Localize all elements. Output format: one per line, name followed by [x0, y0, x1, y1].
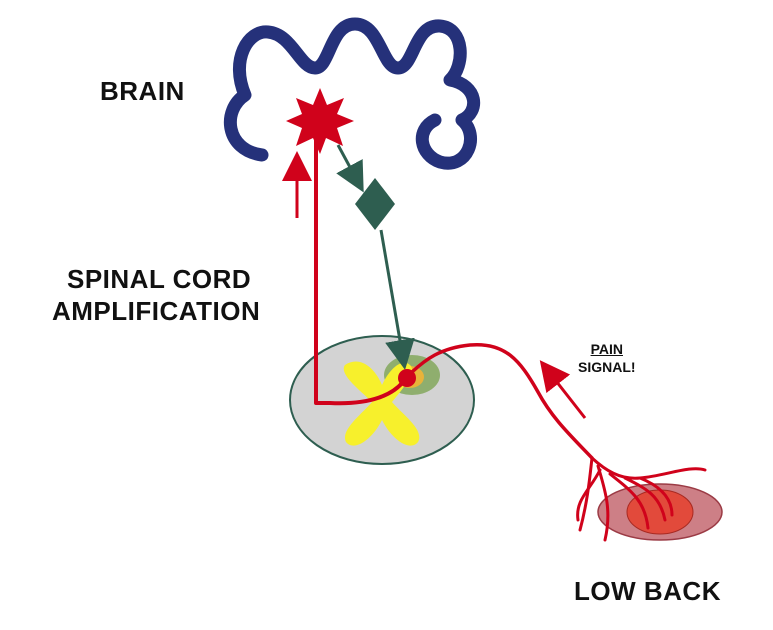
pain-label-line1: PAIN — [590, 341, 623, 357]
pain-signal-label: PAIN SIGNAL! — [578, 342, 636, 374]
peripheral-nerve — [410, 342, 594, 460]
descending-arrow-upper — [336, 144, 364, 193]
descending-arrow-lower — [379, 229, 415, 370]
spinal-cord-label-line2: AMPLIFICATION — [52, 296, 261, 326]
low-back-label: LOW BACK — [574, 576, 721, 606]
nerve-branches — [576, 456, 707, 542]
pain-signal-arrow-icon — [539, 360, 587, 419]
brain-label: BRAIN — [100, 76, 185, 106]
starburst-icon — [286, 88, 354, 154]
pain-label-line2: SIGNAL! — [578, 359, 636, 375]
brain-outline — [224, 17, 481, 170]
spinal-cord-label-line1: SPINAL CORD — [67, 264, 252, 294]
diamond-icon — [355, 178, 395, 230]
